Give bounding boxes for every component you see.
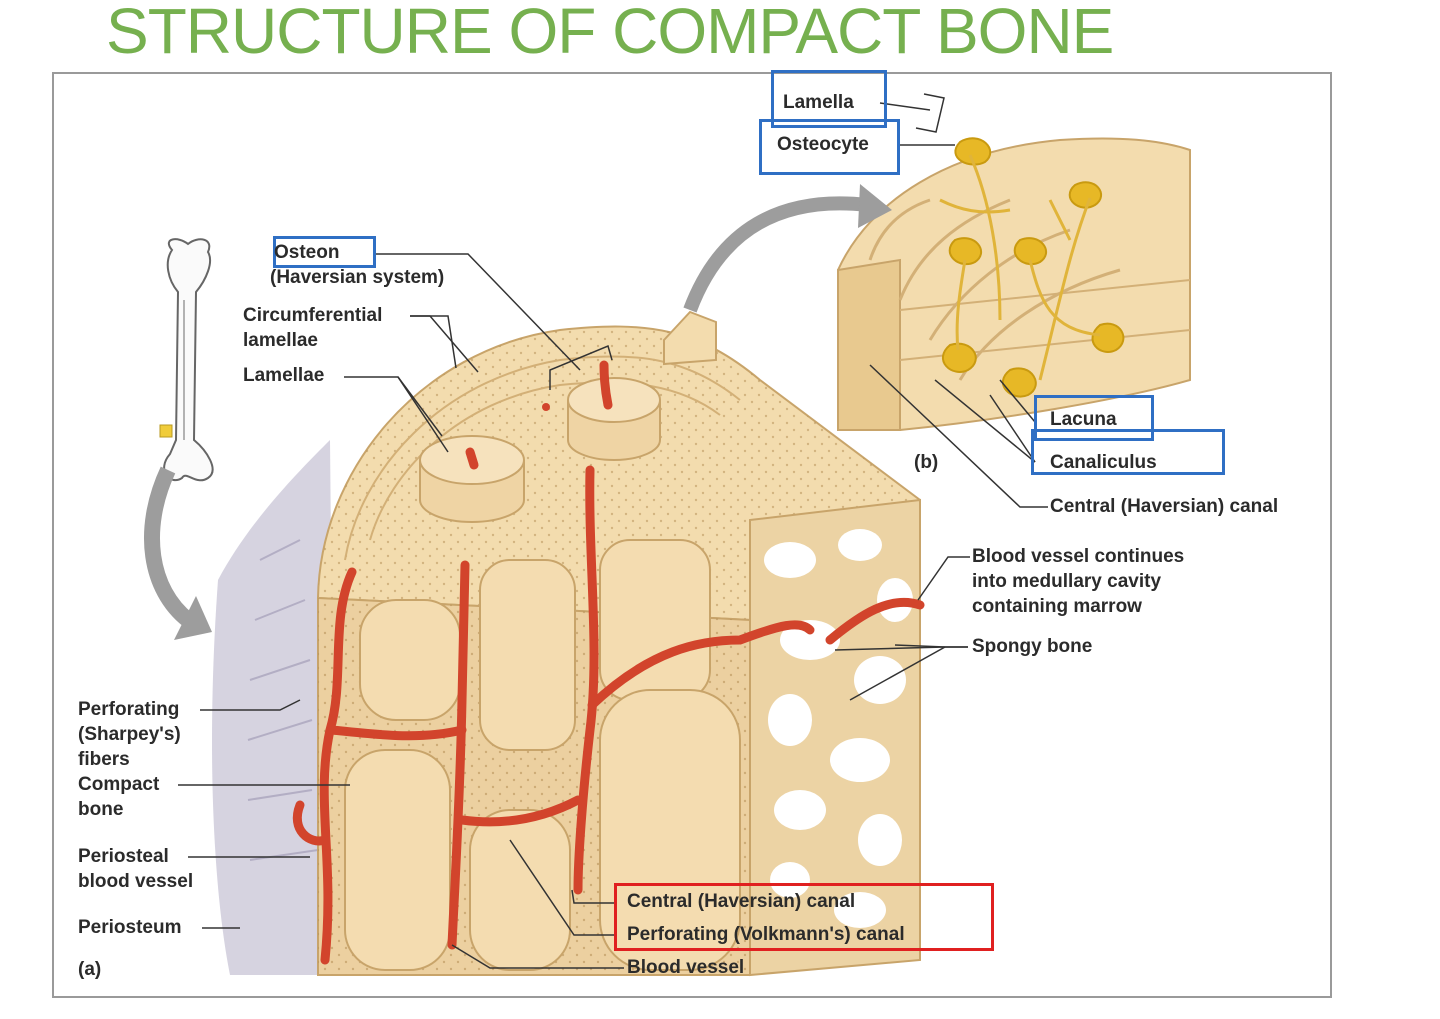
page-title: STRUCTURE OF COMPACT BONE bbox=[106, 0, 1114, 67]
osteon-highlight-box bbox=[273, 236, 376, 268]
osteocytes bbox=[942, 137, 1125, 398]
lamella-highlight-box bbox=[771, 70, 887, 128]
label-circumferential: Circumferential bbox=[243, 305, 383, 326]
label-central-canal-a: Central (Haversian) canal bbox=[627, 891, 856, 912]
label-periosteal-2: blood vessel bbox=[78, 871, 194, 892]
label-haversian-system: (Haversian system) bbox=[270, 267, 445, 288]
spongy-bone-region bbox=[749, 498, 921, 977]
label-canaliculus: Canaliculus bbox=[1050, 452, 1157, 473]
label-osteon: Osteon bbox=[274, 242, 340, 263]
label-periosteum: Periosteum bbox=[78, 917, 182, 938]
label-panel-a: (a) bbox=[78, 959, 102, 980]
label-lacuna: Lacuna bbox=[1050, 409, 1117, 430]
canaliculi-lines bbox=[939, 154, 1101, 381]
label-blood-vessel-continues-3: containing marrow bbox=[972, 596, 1142, 617]
label-lamellae: Lamellae bbox=[243, 365, 325, 386]
curved-arrow-icon bbox=[144, 466, 212, 640]
label-central-canal-b: Central (Haversian) canal bbox=[1050, 496, 1279, 517]
label-perforating-1: Perforating bbox=[78, 699, 180, 720]
label-blood-vessel-continues-1: Blood vessel continues bbox=[972, 546, 1185, 567]
label-osteocyte: Osteocyte bbox=[777, 134, 869, 155]
label-lamella: Lamella bbox=[783, 92, 854, 113]
lacuna-highlight-box bbox=[1034, 395, 1154, 441]
blood-vessels bbox=[292, 360, 925, 965]
label-panel-b: (b) bbox=[914, 452, 939, 473]
osteon-detail-wedge bbox=[837, 137, 1191, 431]
label-blood-vessel-continues-2: into medullary cavity bbox=[972, 571, 1162, 592]
label-compact-2: bone bbox=[78, 799, 124, 820]
osteocyte-highlight-box bbox=[759, 119, 900, 175]
label-perforating-canal: Perforating (Volkmann's) canal bbox=[627, 924, 905, 945]
label-circumferential-lamellae: lamellae bbox=[243, 330, 318, 351]
leader-lines bbox=[178, 93, 1048, 969]
canaliculus-highlight-box bbox=[1031, 429, 1225, 475]
label-spongy-bone: Spongy bone bbox=[972, 636, 1093, 657]
periosteum-sheet bbox=[211, 440, 335, 975]
label-periosteal-1: Periosteal bbox=[78, 846, 169, 867]
canal-highlight-box bbox=[614, 883, 994, 951]
label-perforating-2: (Sharpey's) bbox=[78, 724, 181, 745]
long-bone-icon bbox=[159, 238, 214, 482]
label-compact-1: Compact bbox=[78, 774, 160, 795]
label-perforating-3: fibers bbox=[78, 749, 130, 770]
label-blood-vessel: Blood vessel bbox=[627, 957, 745, 978]
